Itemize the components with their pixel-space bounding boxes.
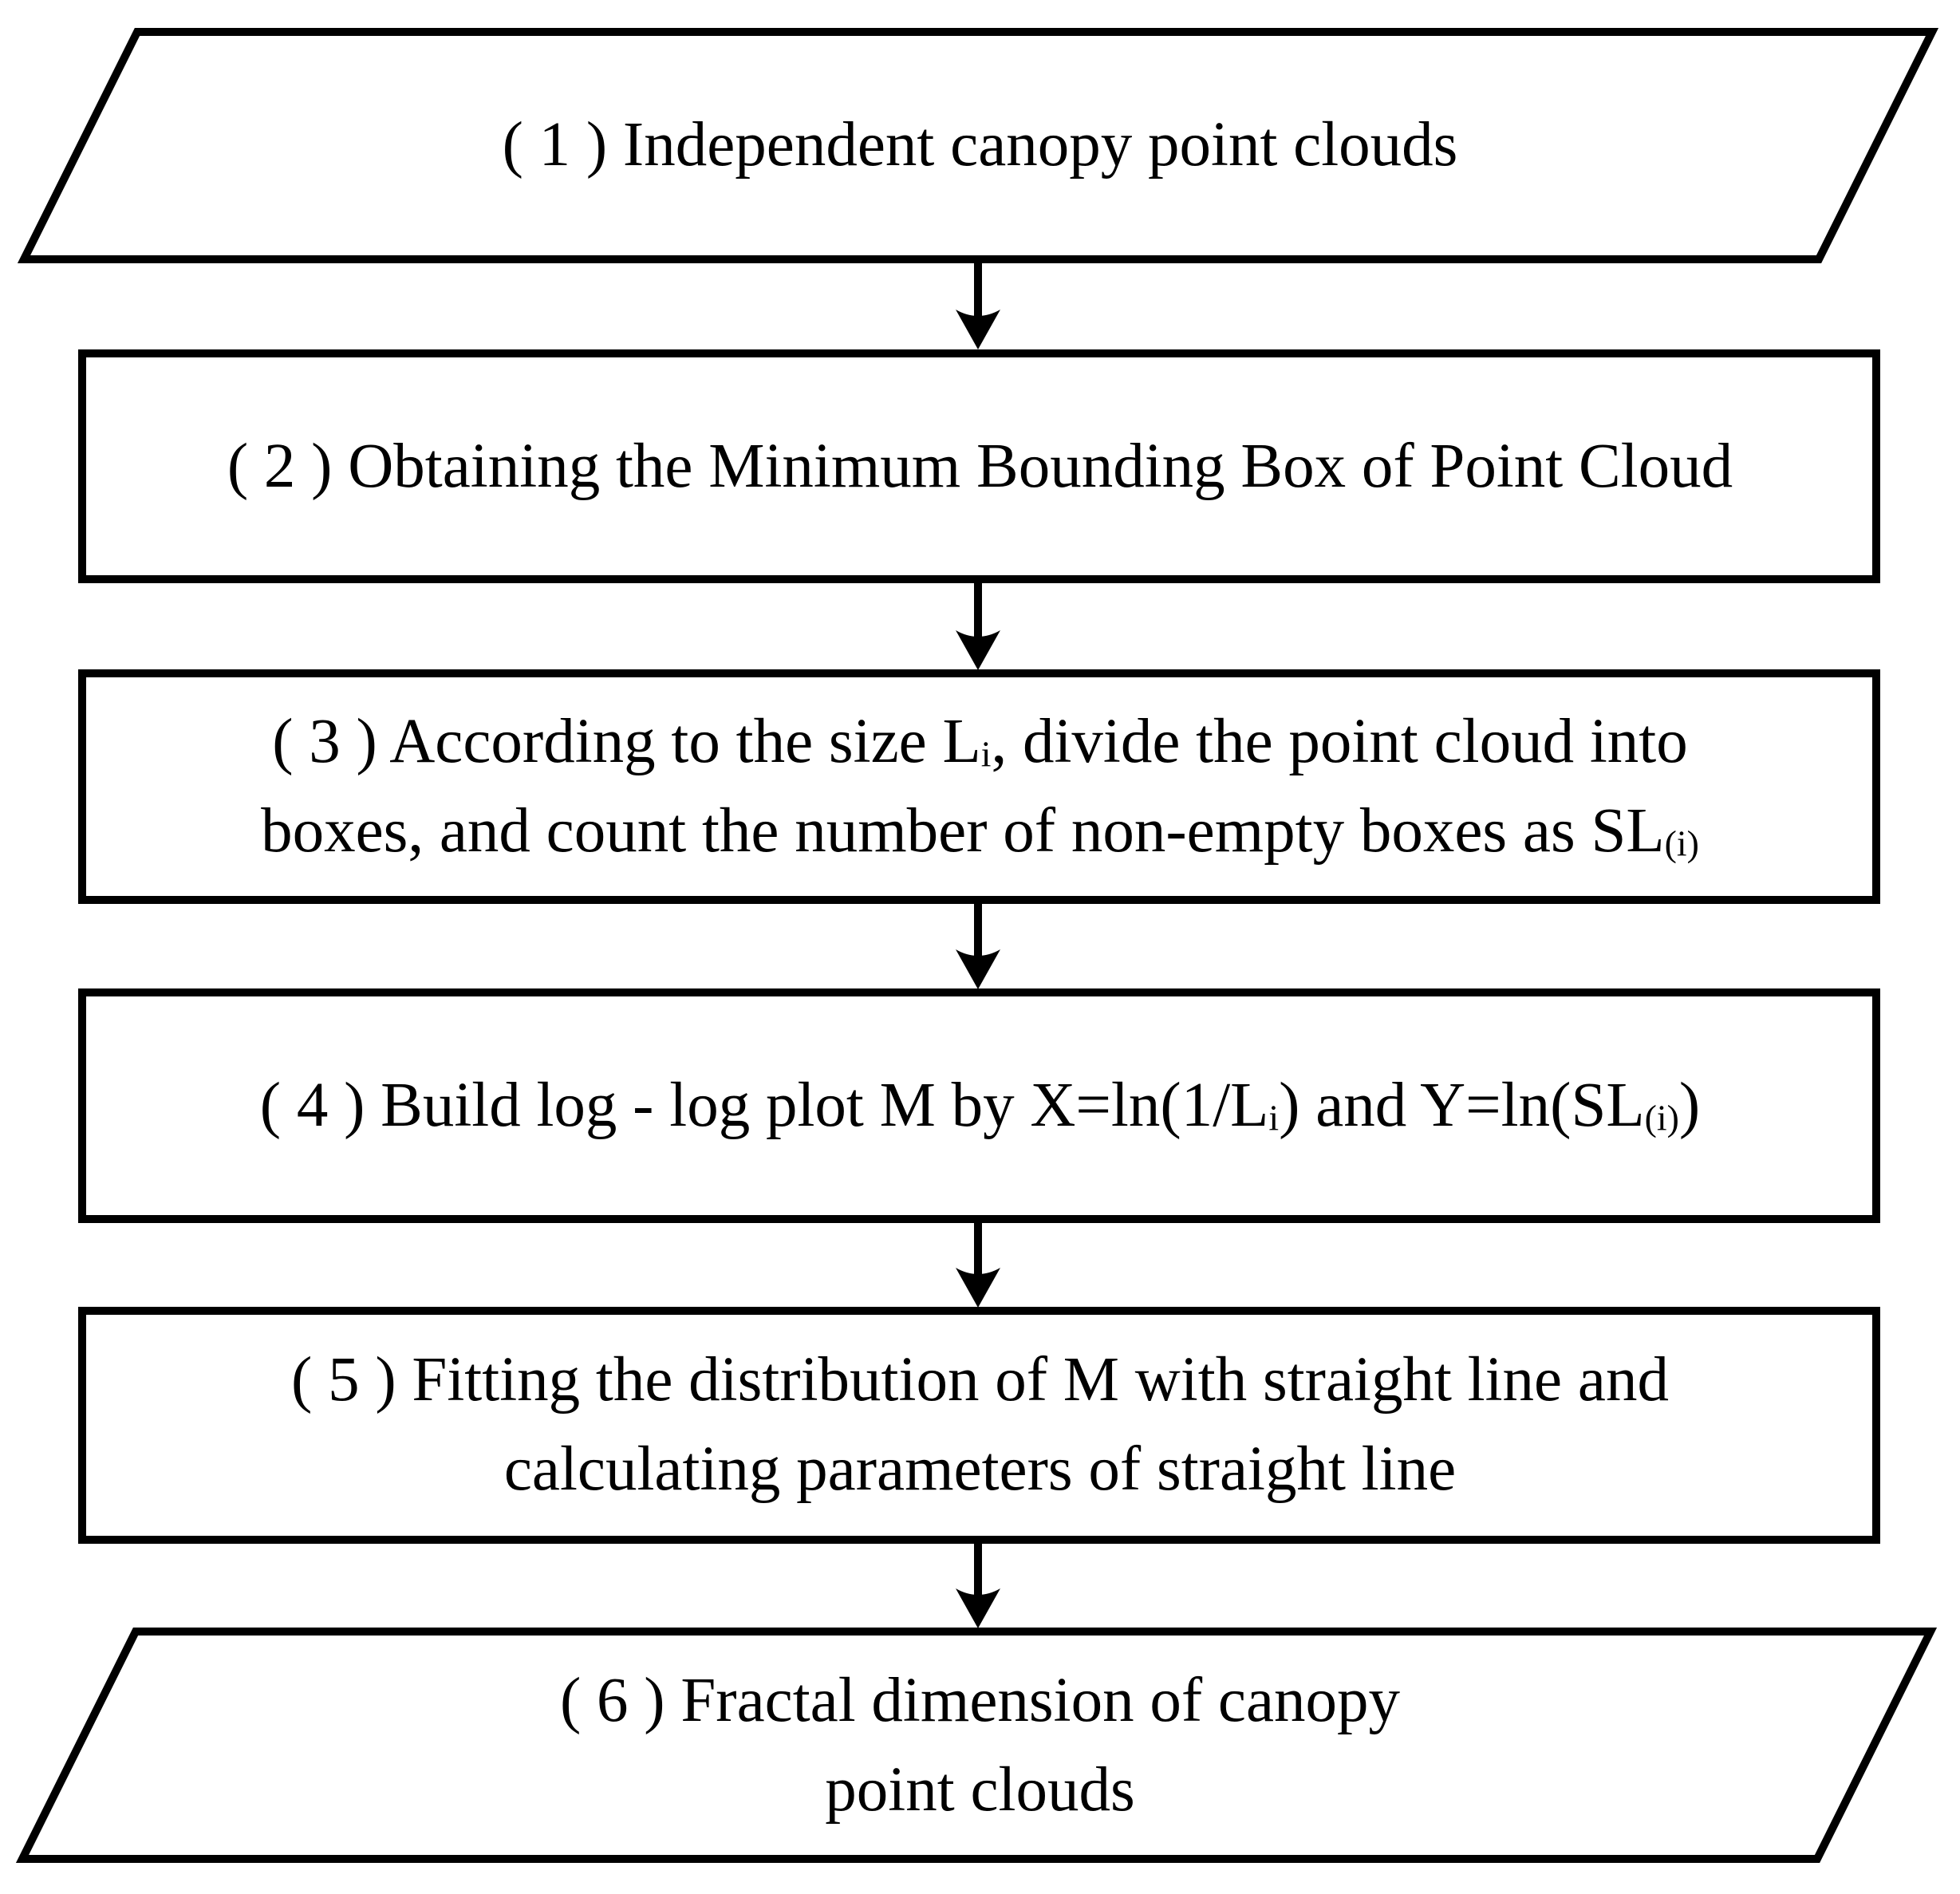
- arrow-3-head-icon: [956, 949, 1000, 989]
- arrow-2-head-icon: [956, 630, 1000, 670]
- arrow-5-head-icon: [956, 1588, 1000, 1628]
- step3-label-line1: ( 3 ) According to the size Li, divide t…: [272, 707, 1688, 776]
- step3-label-line2: boxes, and count the number of non-empty…: [261, 796, 1699, 866]
- step5-label-line1: ( 5 ) Fitting the distribution of M with…: [291, 1345, 1669, 1415]
- step1-parallelogram-outline: [17, 28, 1939, 263]
- arrow-step1-to-step2: [956, 259, 1000, 349]
- step1-label: ( 1 ) Independent canopy point clouds: [502, 110, 1458, 180]
- arrow-4-head-icon: [956, 1268, 1000, 1308]
- step6-parallelogram-outline: [15, 1628, 1938, 1863]
- arrow-1-head-icon: [956, 310, 1000, 349]
- step2-label: ( 2 ) Obtaining the Minimum Bounding Box…: [227, 432, 1733, 501]
- step6-label-line2: point clouds: [825, 1755, 1135, 1825]
- step6-label-line1: ( 6 ) Fractal dimension of canopy: [559, 1666, 1401, 1735]
- arrow-step3-to-step4: [956, 900, 1000, 989]
- step4-label: ( 4 ) Build log - log plot M by X=ln(1/L…: [259, 1071, 1701, 1140]
- arrow-step5-to-step6: [956, 1540, 1000, 1628]
- arrow-step4-to-step5: [956, 1219, 1000, 1308]
- arrow-step2-to-step3: [956, 579, 1000, 670]
- step5-label-line2: calculating parameters of straight line: [503, 1434, 1457, 1504]
